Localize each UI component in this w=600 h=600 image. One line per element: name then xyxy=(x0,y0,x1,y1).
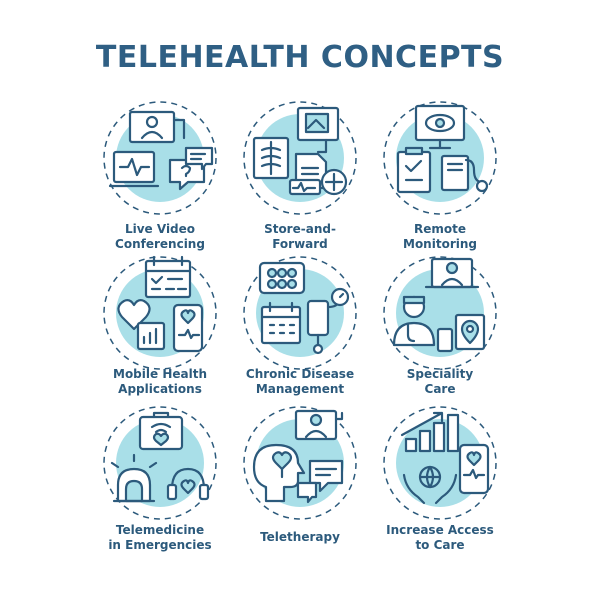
concept-label: Speciality Care xyxy=(406,367,474,396)
concept-card-chronic-disease: Chronic Disease Management xyxy=(220,255,380,405)
page-title: TELEHEALTH CONCEPTS xyxy=(95,40,505,75)
concept-card-emergencies: Telemedicine in Emergencies xyxy=(80,405,240,555)
concept-label: Remote Monitoring xyxy=(403,222,477,251)
concept-card-store-forward: Store-and- Forward xyxy=(220,100,380,251)
remote-monitoring-icon xyxy=(383,101,497,215)
concept-card-access-to-care: Increase Access to Care xyxy=(360,405,520,555)
concept-card-live-video: Live Video Conferencing xyxy=(80,100,240,251)
access-to-care-icon xyxy=(383,406,497,520)
teletherapy-icon xyxy=(243,406,357,520)
concept-label: Mobile Health Applications xyxy=(113,367,207,396)
concept-card-teletherapy: Teletherapy xyxy=(220,405,380,555)
concept-card-speciality-care: Speciality Care xyxy=(360,255,520,405)
concept-label: Chronic Disease Management xyxy=(245,367,355,396)
mobile-health-icon xyxy=(103,255,217,370)
video-conferencing-icon xyxy=(103,101,217,215)
speciality-care-icon xyxy=(383,256,497,370)
concept-card-remote-monitoring: Remote Monitoring xyxy=(360,100,520,251)
chronic-disease-icon xyxy=(243,256,357,370)
concept-card-mobile-health: Mobile Health Applications xyxy=(80,255,240,405)
emergency-telemedicine-icon xyxy=(103,406,217,520)
store-and-forward-icon xyxy=(243,101,357,215)
concept-label: Telemedicine in Emergencies xyxy=(108,523,212,552)
concept-label: Teletherapy xyxy=(260,530,340,544)
concept-label: Increase Access to Care xyxy=(386,523,494,552)
concept-label: Live Video Conferencing xyxy=(115,222,205,251)
concept-label: Store-and- Forward xyxy=(264,222,336,251)
